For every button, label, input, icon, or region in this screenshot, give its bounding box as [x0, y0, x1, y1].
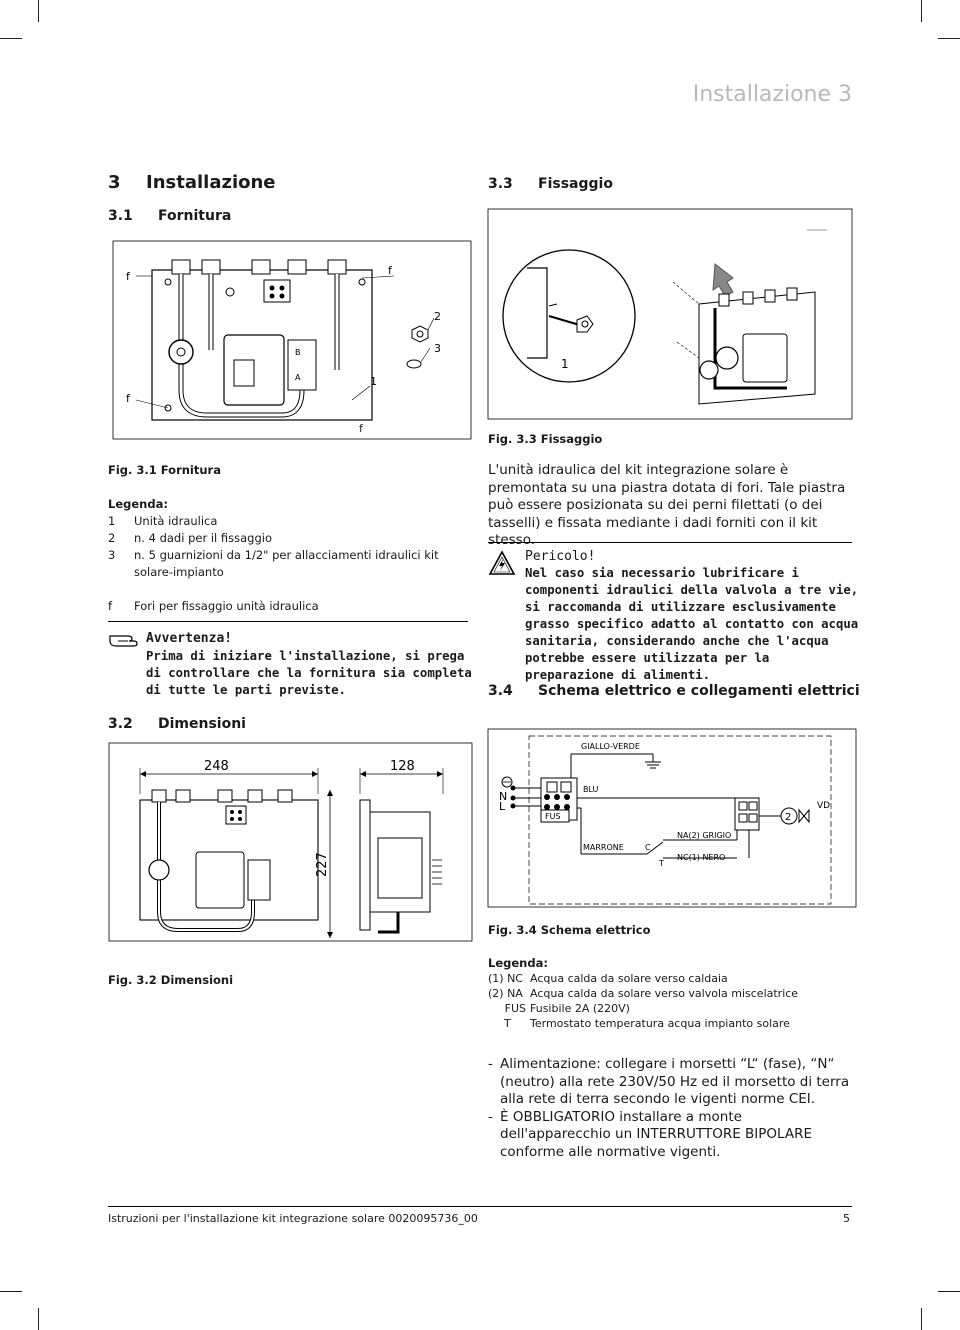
- running-header: Installazione 3: [692, 82, 852, 107]
- divider: [108, 621, 468, 622]
- crop-mark: [38, 0, 39, 22]
- section-title: Fornitura: [158, 208, 232, 224]
- section-number: 3.4: [488, 683, 513, 699]
- danger-title: Pericolo!: [525, 549, 596, 564]
- wire-label-marrone: MARRONE: [583, 843, 624, 852]
- section-title: Schema elettrico e collegamenti elettric…: [538, 683, 860, 699]
- warning-text: Prima di iniziare l'installazione, si pr…: [146, 649, 472, 697]
- label-1: 1: [370, 375, 377, 388]
- crop-mark: [938, 38, 960, 39]
- label-f: f: [359, 422, 363, 435]
- label-f: f: [126, 392, 131, 405]
- page-number: 5: [843, 1212, 850, 1225]
- contact-c: C: [645, 843, 651, 852]
- wire-label-nc: NC(1) NERO: [677, 853, 725, 862]
- figure-schema-elettrico: N L FUS GIALLO-VERDE BLU MARRONE C T NA(…: [487, 728, 857, 908]
- wire-label-blu: BLU: [583, 785, 599, 794]
- section-number: 3.2: [108, 716, 133, 732]
- legend-title: Legenda:: [108, 497, 168, 511]
- warning-title: Avvertenza!: [146, 631, 233, 646]
- dimension-width: 248: [204, 759, 229, 774]
- crop-mark: [0, 38, 22, 39]
- wire-label-na: NA(2) GRIGIO: [677, 831, 731, 840]
- paragraph-fissaggio: L'unità idraulica del kit integrazione s…: [488, 462, 846, 548]
- crop-mark: [921, 1308, 922, 1330]
- bullet-item: - Alimentazione: collegare i morsetti “L…: [488, 1056, 850, 1107]
- label-f: f: [126, 270, 131, 283]
- label-1: 1: [561, 357, 569, 371]
- wire-label-giallo-verde: GIALLO-VERDE: [581, 742, 640, 751]
- danger-text: Nel caso sia necessario lubrificare i co…: [525, 566, 859, 682]
- dimension-height: 227: [315, 852, 330, 877]
- section-number: 3.1: [108, 208, 133, 224]
- valve-vd-label: VD: [817, 801, 830, 811]
- figure-caption: Fig. 3.3 Fissaggio: [488, 432, 603, 446]
- svg-text:A: A: [295, 373, 301, 382]
- pointing-hand-icon: [109, 635, 138, 647]
- figure-caption: Fig. 3.1 Fornitura: [108, 463, 221, 477]
- crop-mark: [0, 1291, 22, 1292]
- figure-dimensioni: 248 128 227: [108, 742, 473, 942]
- chapter-title: Installazione: [146, 172, 276, 193]
- divider: [488, 542, 852, 543]
- section-number: 3.3: [488, 176, 513, 192]
- footer-rule: [108, 1206, 852, 1207]
- figure-caption: Fig. 3.4 Schema elettrico: [488, 923, 651, 937]
- svg-text:B: B: [295, 348, 301, 357]
- section-title: Fissaggio: [538, 176, 613, 192]
- motor-label: 2: [785, 812, 791, 823]
- thermostat-t: T: [658, 859, 664, 868]
- figure-fissaggio: 1: [487, 208, 853, 420]
- crop-mark: [938, 1291, 960, 1292]
- terminal-l: L: [499, 800, 506, 813]
- warning-triangle-icon: [488, 550, 516, 575]
- section-title: Dimensioni: [158, 716, 246, 732]
- crop-mark: [921, 0, 922, 22]
- crop-mark: [38, 1308, 39, 1330]
- label-f: f: [388, 264, 393, 277]
- figure-caption: Fig. 3.2 Dimensioni: [108, 973, 234, 987]
- figure-fornitura: B A f f f 1 2 3: [112, 240, 472, 440]
- terminal-n: N: [499, 790, 507, 803]
- chapter-number: 3: [108, 172, 121, 193]
- fuse-label: FUS: [545, 812, 561, 821]
- legend-title: Legenda:: [488, 956, 548, 970]
- footer-text: Istruzioni per l'installazione kit integ…: [108, 1212, 478, 1225]
- dimension-depth: 128: [390, 759, 415, 774]
- bullet-item: - È OBBLIGATORIO installare a monte dell…: [488, 1108, 813, 1160]
- label-2: 2: [434, 310, 441, 323]
- bullet-list: - Alimentazione: collegare i morsetti “L…: [488, 1056, 854, 1161]
- label-3: 3: [434, 342, 441, 355]
